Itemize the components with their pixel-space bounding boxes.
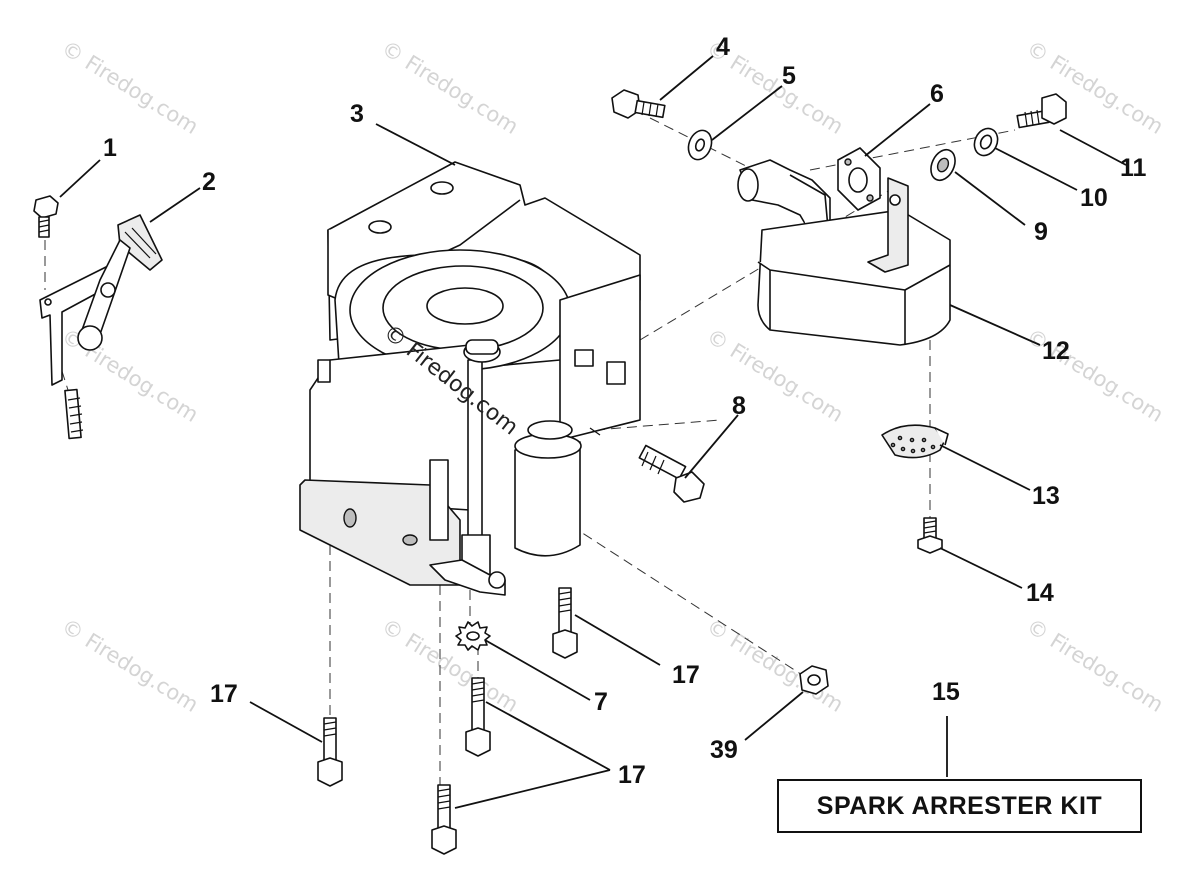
- callout-11: 11: [1120, 154, 1147, 182]
- bolt-icon: [611, 89, 666, 119]
- callout-17-left: 17: [210, 680, 238, 708]
- callout-12: 12: [1042, 337, 1070, 365]
- callout-14: 14: [1026, 579, 1054, 607]
- washer-icon: [930, 148, 956, 182]
- star-washer-icon: [455, 621, 491, 651]
- watermark: © Firedog.com: [57, 36, 202, 139]
- watermark: © Firedog.com: [377, 36, 522, 139]
- watermark: © Firedog.com: [57, 614, 202, 717]
- callout-15: 15: [932, 678, 960, 706]
- watermark: © Firedog.com: [702, 324, 847, 427]
- bolt-icon: [552, 587, 578, 659]
- gasket-icon: [837, 147, 881, 211]
- callout-9: 9: [1034, 218, 1048, 246]
- engine-icon: [299, 161, 641, 596]
- callout-5: 5: [782, 62, 796, 90]
- callout-7: 7: [594, 688, 608, 716]
- washer-icon: [687, 129, 713, 161]
- callout-layer: 1 2 3 4 5 6 7 8 9 10 11 12 13 14 15 17 1…: [103, 33, 1147, 789]
- callout-8: 8: [732, 392, 746, 420]
- watermark: © Firedog.com: [702, 614, 847, 717]
- callout-6: 6: [930, 80, 944, 108]
- spark-arrester-icon: [881, 424, 949, 459]
- bolt-icon: [1016, 93, 1067, 129]
- callout-39: 39: [710, 736, 738, 764]
- bolt-icon: [431, 784, 457, 855]
- callout-1: 1: [103, 134, 117, 162]
- callout-10: 10: [1080, 184, 1108, 212]
- callout-17-right: 17: [672, 661, 700, 689]
- bolt-icon: [465, 677, 491, 757]
- leader-lines: [59, 55, 1127, 809]
- spark-arrester-kit-box: SPARK ARRESTER KIT: [777, 779, 1142, 833]
- exhaust-pipe-icon: [737, 159, 831, 233]
- watermark: © Firedog.com: [1022, 614, 1167, 717]
- muffler-icon: [757, 177, 951, 346]
- spark-arrester-kit-label: SPARK ARRESTER KIT: [816, 791, 1103, 820]
- washer-icon: [973, 127, 999, 157]
- watermark: © Firedog.com: [377, 614, 522, 717]
- bolt-icon: [317, 717, 343, 787]
- bolt-icon: [33, 195, 59, 238]
- bolt-icon: [638, 444, 705, 503]
- nut-icon: [799, 665, 829, 695]
- throttle-bracket-icon: [39, 214, 163, 440]
- callout-4: 4: [716, 33, 730, 61]
- callout-13: 13: [1032, 482, 1060, 510]
- callout-3: 3: [350, 100, 364, 128]
- screw-icon: [917, 517, 943, 554]
- callout-2: 2: [202, 168, 216, 196]
- callout-17-bottom: 17: [618, 761, 646, 789]
